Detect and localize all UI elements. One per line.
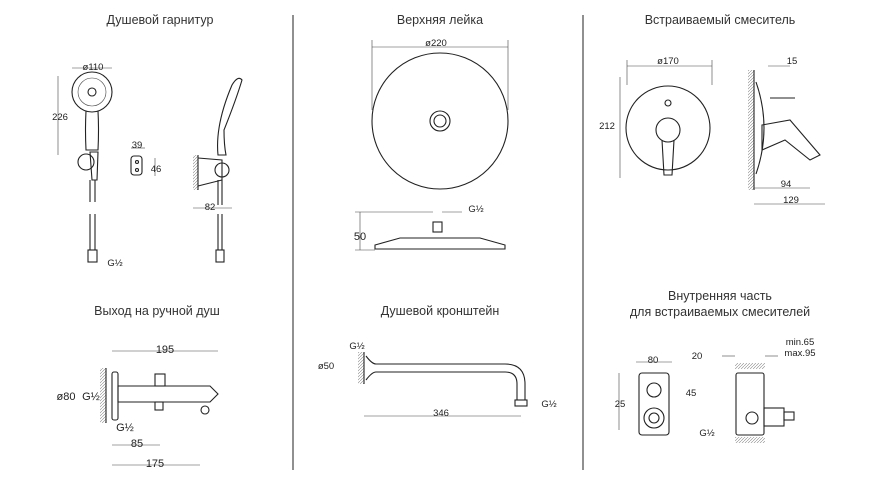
dimension-label: 39 <box>132 140 143 151</box>
shower-arm-drawing <box>358 352 528 417</box>
dimension-label: ø110 <box>83 62 104 73</box>
panel-title: Встраиваемый смеситель <box>645 13 796 27</box>
dimension-label: 226 <box>52 112 68 123</box>
bracket-view <box>130 147 156 176</box>
dimension-label: 50 <box>354 231 366 243</box>
panel-title-line2: для встраиваемых смесителей <box>630 305 810 319</box>
dimension-label: 175 <box>146 458 164 470</box>
thread-label: G½ <box>116 422 134 434</box>
dimension-label: 20 <box>692 351 703 362</box>
dimension-label: 129 <box>783 195 799 206</box>
panel-hand-shower-outlet: Выход на ручной душ 195 ø80 G½ G½ 85 175 <box>57 304 220 470</box>
head-shower-side-view <box>355 211 506 251</box>
dimension-label: 45 <box>686 388 697 399</box>
panel-concealed-body: Внутренняя часть для встраиваемых смесит… <box>615 289 816 443</box>
dimension-label: ø170 <box>657 56 679 67</box>
panel-title-line1: Внутренняя часть <box>668 289 772 303</box>
hand-shower-front-view <box>57 67 113 263</box>
panel-hand-shower-set: Душевой гарнитур ø110 226 39 46 <box>52 13 243 269</box>
dimension-label: max.95 <box>784 348 815 359</box>
dimension-label: ø220 <box>425 38 447 49</box>
outlet-side-view <box>100 368 219 423</box>
thread-label: G½ <box>699 428 714 439</box>
dimension-label: 15 <box>787 56 798 67</box>
dimension-label: 25 <box>615 399 626 410</box>
head-shower-top-view <box>371 52 509 190</box>
dimension-label: min.65 <box>786 337 815 348</box>
panel-head-shower: Верхняя лейка ø220 G½ 50 <box>354 13 509 251</box>
dimension-label: 82 <box>205 202 216 213</box>
thread-label: G½ <box>468 204 483 215</box>
panel-title: Душевой кронштейн <box>381 304 500 318</box>
mixer-side-view <box>748 65 825 205</box>
panel-shower-arm: Душевой кронштейн ø50 G½ G½ 346 <box>318 304 557 419</box>
thread-label: G½ <box>349 341 364 352</box>
thread-label: G½ <box>82 391 100 403</box>
dimension-label: 94 <box>781 179 792 190</box>
panel-concealed-mixer: Встраиваемый смеситель ø170 212 15 94 12… <box>599 13 825 206</box>
dimension-label: ø50 <box>318 361 334 372</box>
dimension-label: 195 <box>156 344 174 356</box>
dimension-label: 212 <box>599 121 615 132</box>
dimension-label: 85 <box>131 438 143 450</box>
dimension-label: ø80 <box>57 391 76 403</box>
hand-shower-side-view <box>193 77 243 263</box>
dimension-label: 346 <box>433 408 449 419</box>
dimension-label: 46 <box>151 164 162 175</box>
dimension-label: 80 <box>648 355 659 366</box>
panel-title: Верхняя лейка <box>397 13 483 27</box>
panel-title: Выход на ручной душ <box>94 304 220 318</box>
thread-label: G½ <box>107 258 122 269</box>
panel-title: Душевой гарнитур <box>107 13 214 27</box>
mixer-front-view <box>625 85 711 176</box>
thread-label: G½ <box>541 399 556 410</box>
body-side-view <box>722 355 795 443</box>
body-front-view <box>618 361 672 436</box>
